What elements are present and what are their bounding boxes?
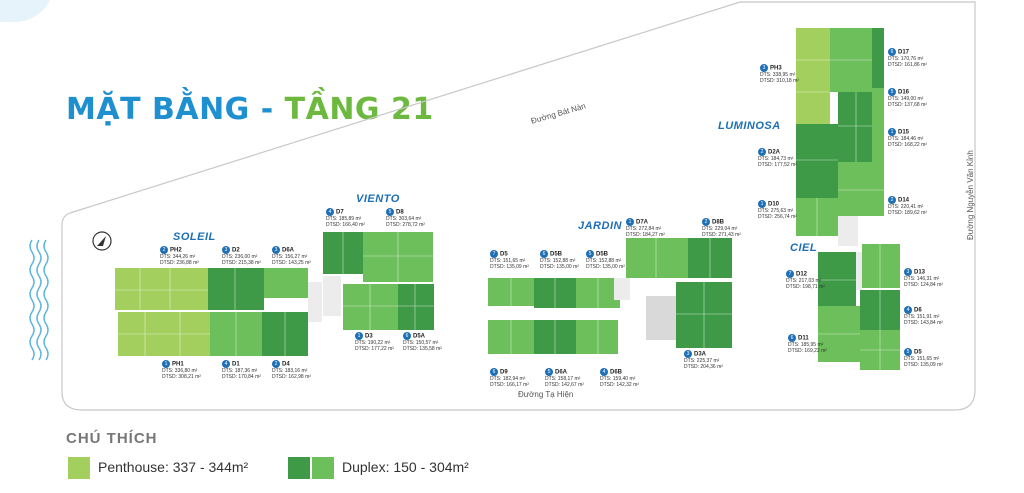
- street-label-right: Đường Nguyễn Văn Kỉnh: [966, 150, 975, 240]
- site-boundary: [61, 1, 976, 411]
- title-part2: TẦNG 21: [284, 92, 434, 127]
- corner-arc-decoration: [0, 0, 50, 23]
- street-label-bottom: Đường Tạ Hiện: [518, 390, 574, 399]
- title-part1: MẶT BẰNG -: [66, 92, 285, 127]
- legend-label-penthouse: Penthouse: 337 - 344m²: [98, 459, 249, 475]
- ciel-floorplan: [818, 244, 900, 370]
- compass-icon: [92, 231, 112, 251]
- soleil-floorplan: [115, 268, 322, 356]
- jardin-floorplan: [488, 238, 732, 354]
- legend-label-duplex: Duplex: 150 - 304m²: [342, 459, 469, 475]
- legend-swatch-penthouse: [68, 457, 90, 479]
- legend-swatch-duplex-light: [312, 457, 334, 479]
- building-label-viento: VIENTO: [356, 193, 400, 205]
- building-label-soleil: SOLEIL: [173, 231, 216, 243]
- building-label-ciel: CIEL: [790, 242, 818, 254]
- building-label-luminosa: LUMINOSA: [718, 120, 781, 132]
- luminosa-floorplan: [796, 28, 884, 246]
- legend-swatch-duplex-dark: [288, 457, 310, 479]
- viento-floorplan: [323, 232, 434, 330]
- page-title: MẶT BẰNG - TẦNG 21: [66, 92, 434, 127]
- legend-title: CHÚ THÍCH: [66, 430, 158, 447]
- site-plan: [29, 1, 976, 411]
- building-label-jardin: JARDIN: [578, 220, 622, 232]
- water-waves-decoration: [29, 239, 49, 361]
